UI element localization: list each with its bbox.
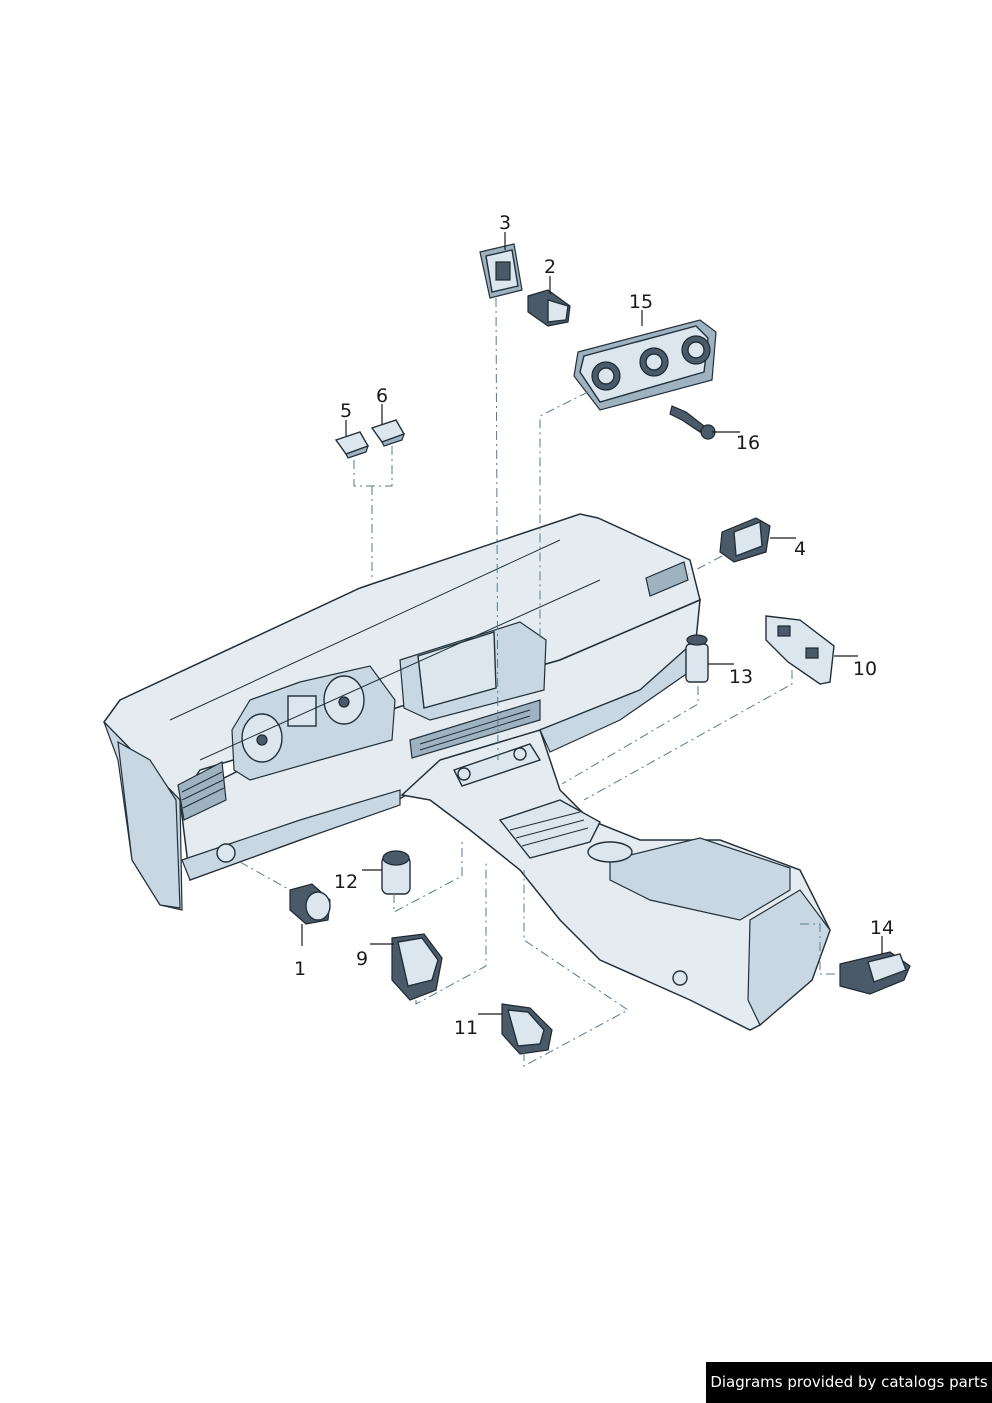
part-12-lighter — [381, 850, 411, 895]
part-1-light-switch — [289, 883, 331, 925]
part-10-window-switch — [765, 615, 835, 685]
callout-6: 6 — [376, 385, 388, 407]
callout-labels: 3 2 15 16 5 6 4 13 10 12 1 9 11 14 — [294, 212, 894, 1039]
assembly-lines — [239, 297, 840, 1067]
callout-10: 10 — [853, 658, 877, 680]
part-3-switch — [479, 243, 523, 299]
callout-15: 15 — [629, 291, 653, 313]
callout-9: 9 — [356, 948, 368, 970]
part-5-cover — [334, 431, 370, 459]
part-2-switch — [527, 289, 571, 327]
part-16-screw — [669, 405, 716, 440]
part-11-switch — [501, 1003, 553, 1055]
part-15-climate-control — [573, 319, 717, 411]
credit-banner: Diagrams provided by catalogs parts — [706, 1362, 992, 1403]
callout-1: 1 — [294, 958, 306, 980]
callout-2: 2 — [544, 256, 556, 278]
callout-3: 3 — [499, 212, 511, 234]
callout-4: 4 — [794, 538, 806, 560]
part-6-cover — [370, 419, 406, 447]
callout-12: 12 — [334, 871, 358, 893]
callout-16: 16 — [736, 432, 760, 454]
callout-14: 14 — [870, 917, 894, 939]
part-14-switch — [839, 951, 911, 995]
callout-13: 13 — [729, 666, 753, 688]
part-4-switch — [719, 517, 771, 563]
callout-leaders — [301, 232, 883, 1015]
callout-11: 11 — [454, 1017, 478, 1039]
center-console — [400, 729, 831, 1031]
callout-5: 5 — [340, 400, 352, 422]
part-9-switch — [391, 933, 443, 1001]
dashboard-assembly — [103, 513, 701, 911]
part-13-socket — [685, 634, 709, 683]
